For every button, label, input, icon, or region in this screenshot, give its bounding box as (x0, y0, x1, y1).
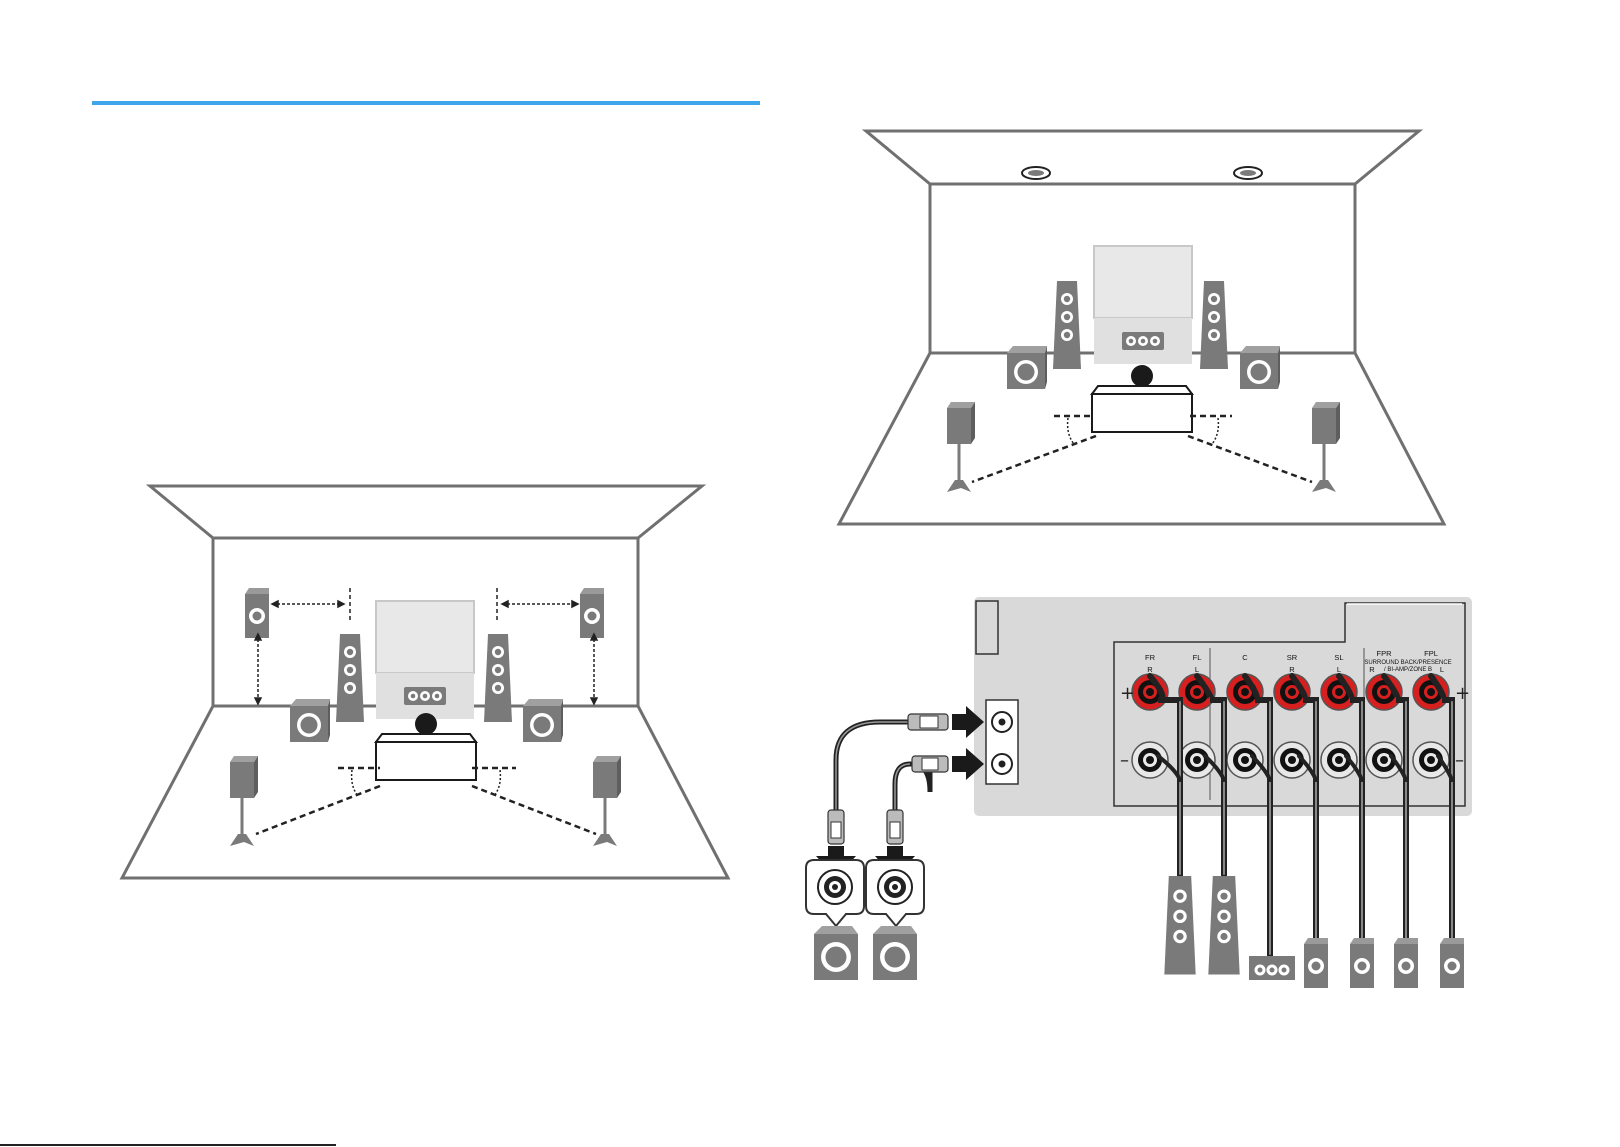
terminal-label-fr: FR (1145, 653, 1156, 662)
ceiling-speaker-right (1234, 167, 1262, 179)
terminal-side-sr: R (1289, 665, 1295, 674)
left-front-right-tower (484, 634, 512, 722)
right-subwoofer-left (1007, 346, 1047, 389)
terminal-group-label-line2: / BI-AMP/ZONE B (1384, 667, 1432, 673)
footer-rule (0, 1144, 336, 1146)
terminal-label-c: C (1242, 653, 1248, 662)
terminal-label-sl: SL (1334, 653, 1343, 662)
left-presence-left-speaker (245, 588, 269, 638)
minus-sign-right: – (1455, 750, 1464, 771)
connected-surround-left (1350, 938, 1374, 988)
terminal-label-fl: FL (1193, 653, 1202, 662)
plus-sign-right: + (1455, 683, 1470, 704)
subwoofer-preout-jacks (986, 700, 1018, 784)
header-rule (92, 101, 760, 105)
left-surround-right (593, 756, 621, 846)
right-subwoofer-right (1240, 346, 1280, 389)
connected-presence-left (1440, 938, 1464, 988)
connected-front-right-tower (1164, 876, 1195, 975)
connection-arrows (816, 706, 984, 878)
terminal-label-sr: SR (1287, 653, 1298, 662)
left-presence-right-speaker (580, 588, 604, 638)
left-room-tv (376, 601, 474, 719)
connected-front-left-tower (1208, 876, 1239, 975)
connected-center-speaker (1249, 956, 1295, 980)
plus-sign-left: + (1120, 683, 1135, 704)
terminal-label-fpl: FPL (1424, 649, 1438, 658)
connected-presence-right (1394, 938, 1418, 988)
terminal-side-fpr: R (1369, 665, 1375, 674)
minus-sign-left: – (1120, 750, 1129, 771)
left-subwoofer-right (523, 699, 563, 742)
terminal-side-fr: R (1147, 665, 1153, 674)
ceiling-speaker-left (1022, 167, 1050, 179)
terminal-label-fpr: FPR (1377, 649, 1393, 658)
right-front-right-tower (1200, 281, 1228, 369)
right-listener (1092, 365, 1192, 432)
connected-subwoofer-right (873, 926, 917, 980)
left-subwoofer-left (290, 699, 330, 742)
terminal-group-label-line1: SURROUND BACK/PRESENCE (1364, 660, 1451, 666)
right-surround-right (1312, 402, 1340, 492)
right-room-tv (1094, 246, 1192, 364)
terminal-side-fpl: L (1440, 665, 1444, 674)
left-front-left-tower (336, 634, 364, 722)
left-listener (376, 713, 476, 780)
connected-surround-right (1304, 938, 1328, 988)
left-surround-left (230, 756, 258, 846)
terminal-side-fl: L (1195, 665, 1199, 674)
terminal-side-sl: L (1337, 665, 1341, 674)
right-front-left-tower (1053, 281, 1081, 369)
connected-subwoofer-left (814, 926, 858, 980)
right-surround-left (947, 402, 975, 492)
subwoofer-input-jacks (806, 860, 924, 926)
